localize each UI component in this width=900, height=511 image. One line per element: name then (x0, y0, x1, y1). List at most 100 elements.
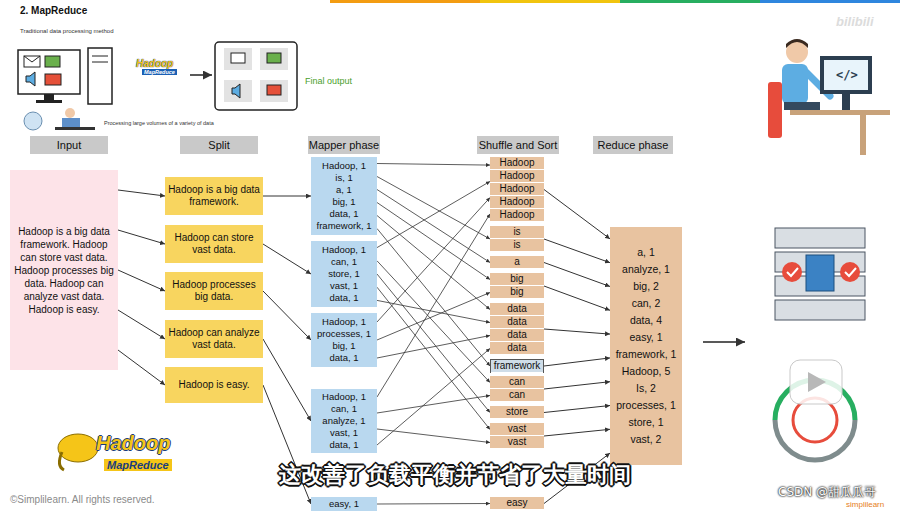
mapper-box: Hadoop, 1processes, 1big, 1data, 1 (311, 313, 377, 367)
shuffle-group: framework (490, 359, 544, 373)
monitor (18, 50, 80, 94)
flow-arrow (544, 382, 610, 389)
node-text: vast, 2 (631, 431, 662, 448)
node-text: is (490, 239, 544, 252)
server-rack (775, 228, 865, 248)
flow-arrow (544, 286, 610, 310)
cycle-illustration (775, 360, 855, 460)
copyright-note: ©Simplilearn. All rights reserved. (10, 494, 155, 505)
node-text: Hadoop is a big data framework. (167, 184, 261, 208)
reduce-box: a, 1analyze, 1big, 2can, 2data, 4easy, 1… (610, 227, 682, 465)
image-icon (45, 56, 60, 67)
node-text: easy (490, 497, 544, 510)
node-text: Shuffle and Sort (479, 139, 558, 151)
node-text: Hadoop, 5 (622, 363, 670, 380)
elephant-trunk (59, 452, 64, 470)
desk-leg (860, 115, 866, 155)
monitor-stand (44, 94, 54, 100)
phase-header: Shuffle and Sort (477, 136, 559, 154)
flow-arrow (263, 339, 311, 421)
desk (790, 110, 890, 115)
node-text: data (490, 316, 544, 329)
node-text: processes, 1 (317, 328, 371, 340)
gauge-icon (24, 112, 42, 130)
watermark: bilibili (836, 14, 874, 29)
node-text: vast, 1 (330, 280, 358, 292)
node-text: can, 2 (632, 295, 661, 312)
video-icon (267, 85, 281, 95)
chair (768, 82, 782, 138)
audio-icon (232, 84, 240, 98)
flow-arrow (544, 239, 610, 263)
node-text: data (490, 303, 544, 316)
color-bar (620, 0, 760, 3)
flow-arrow (377, 503, 490, 505)
node-text: framework, 1 (317, 220, 372, 232)
phase-header: Reduce phase (593, 136, 673, 154)
split-box: Hadoop processes big data. (165, 272, 263, 310)
shuffle-group: cancan (490, 376, 544, 402)
shuffle-group: vastvast (490, 423, 544, 449)
computer-tower (88, 48, 112, 104)
output-arrow (703, 341, 745, 343)
flow-arrow (377, 293, 490, 341)
flow-arrow (544, 358, 610, 366)
play-icon (808, 372, 826, 392)
check-mark (845, 268, 856, 276)
check-badge (840, 262, 860, 282)
flow-arrow (377, 261, 490, 383)
watermark: CSDN @甜瓜瓜哥 (778, 484, 876, 501)
flow-arrow (377, 274, 490, 413)
flow-arrow (544, 406, 610, 413)
mapper-box: easy, 1 (311, 497, 377, 511)
watermark: simplilearn (846, 500, 884, 509)
flow-arrow (377, 190, 490, 263)
flow-arrow (377, 287, 490, 429)
shuffle-group: a (490, 256, 544, 269)
mail-icon (24, 56, 40, 67)
phase-header: Mapper phase (308, 136, 380, 154)
color-bar (760, 0, 900, 3)
flow-arrow (190, 74, 212, 76)
image-icon (267, 53, 281, 63)
node-text: Hadoop (490, 209, 544, 222)
node-text: vast, 1 (330, 427, 358, 439)
bilibili-logo (790, 360, 842, 404)
server-rack (775, 300, 865, 320)
node-text: big (490, 273, 544, 286)
node-text: framework (491, 360, 543, 373)
computer-illustration (18, 42, 297, 130)
node-text: data (490, 329, 544, 342)
logo-text: MapReduce (104, 459, 172, 471)
flow-arrow (263, 244, 311, 274)
node-text: Hadoop is easy. (179, 379, 250, 391)
node-text: data, 1 (329, 208, 358, 220)
method-note: Traditional data processing method (20, 28, 114, 34)
method-note: Processing large volumes of a variety of… (104, 120, 214, 126)
split-box: Hadoop is easy. (165, 367, 263, 403)
person-head (65, 108, 75, 118)
node-text: Hadoop is a big data framework. Hadoop c… (13, 225, 115, 316)
developer-illustration (768, 39, 890, 155)
node-text: framework, 1 (616, 346, 677, 363)
slide-title: 2. MapReduce (20, 5, 87, 16)
shuffle-group: bigbig (490, 273, 544, 299)
video-subtitle: 这改善了负载平衡并节省了大量时间 (230, 458, 680, 492)
node-text: Hadoop can store vast data. (167, 232, 261, 256)
flow-arrow (118, 230, 165, 244)
color-bar (480, 0, 620, 3)
flow-arrow (377, 214, 490, 397)
flow-arrow (377, 349, 490, 446)
node-text: store, 1 (328, 268, 360, 280)
node-text: store (490, 406, 544, 419)
output-label: Final output (305, 76, 352, 86)
node-text: is (490, 226, 544, 239)
flow-arrow (263, 196, 311, 197)
node-text: big, 1 (332, 196, 355, 208)
node-text: data, 1 (329, 292, 358, 304)
shuffle-group: isis (490, 226, 544, 252)
node-text: easy, 1 (629, 329, 662, 346)
video-icon (45, 74, 61, 85)
node-text: vast (490, 423, 544, 436)
